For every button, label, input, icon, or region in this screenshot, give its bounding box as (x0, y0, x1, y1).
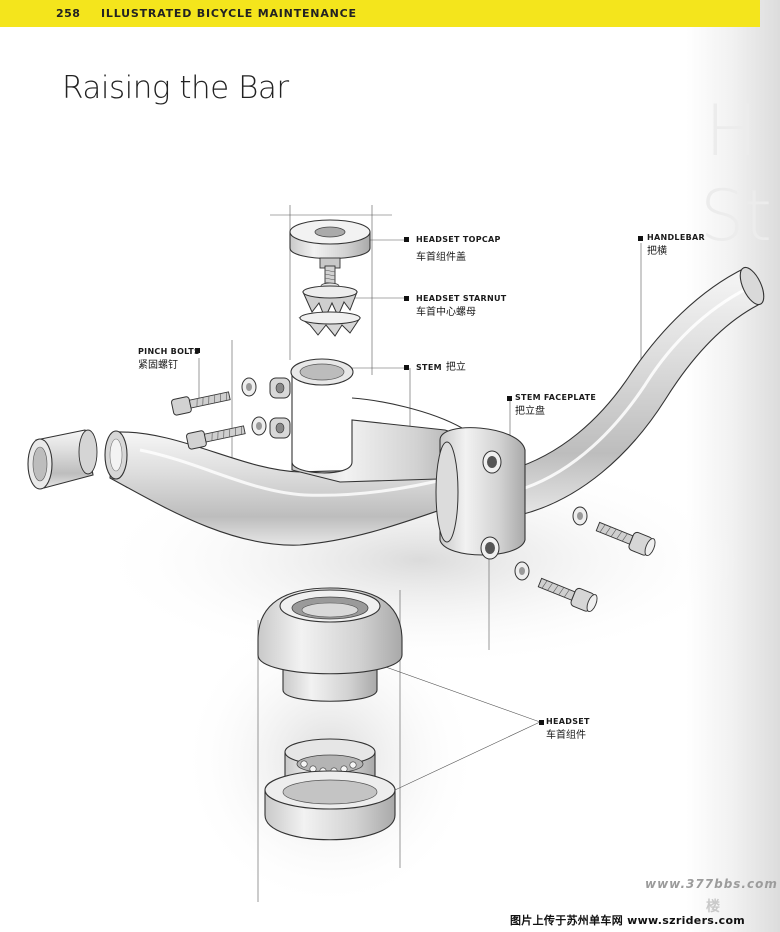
upload-credit: 图片上传于苏州单车网 www.szriders.com (510, 914, 746, 927)
headset-upper-cup (257, 587, 403, 702)
stem-body (269, 358, 471, 483)
show-through-glyph: St (700, 175, 772, 257)
pinch-bolt (171, 377, 257, 416)
label-pinch-bolts: PINCH BOLTS 紧固螺钉 (138, 347, 201, 372)
headset-lower-cup (264, 738, 396, 841)
faceplate-bolt (514, 561, 598, 612)
running-head: ILLUSTRATED BICYCLE MAINTENANCE (101, 7, 357, 20)
floor-watermark: 楼 (706, 899, 720, 915)
label-handlebar: HANDLEBAR 把横 (647, 233, 705, 258)
show-through-glyph: H (705, 90, 758, 172)
bar-end-shim (27, 429, 98, 490)
leader-markers (195, 236, 643, 725)
pinch-bolt (186, 416, 267, 450)
page-number: 258 (56, 7, 81, 20)
stem-faceplate (435, 427, 526, 560)
headset-topcap (289, 219, 371, 259)
label-headset-topcap: HEADSET TOPCAP 车首组件盖 (416, 235, 501, 264)
label-headset-starnut: HEADSET STARNUT 车首中心螺母 (416, 294, 507, 319)
site-watermark: www.377bbs.com (645, 877, 778, 891)
faceplate-bolt (572, 506, 656, 556)
headset-starnut (298, 285, 361, 337)
header-band (0, 0, 760, 27)
label-headset: HEADSET 车首组件 (546, 717, 590, 742)
label-stem-faceplate: STEM FACEPLATE 把立盘 (515, 393, 597, 418)
page-title: Raising the Bar (62, 70, 289, 106)
topcap-bolt (319, 257, 341, 290)
